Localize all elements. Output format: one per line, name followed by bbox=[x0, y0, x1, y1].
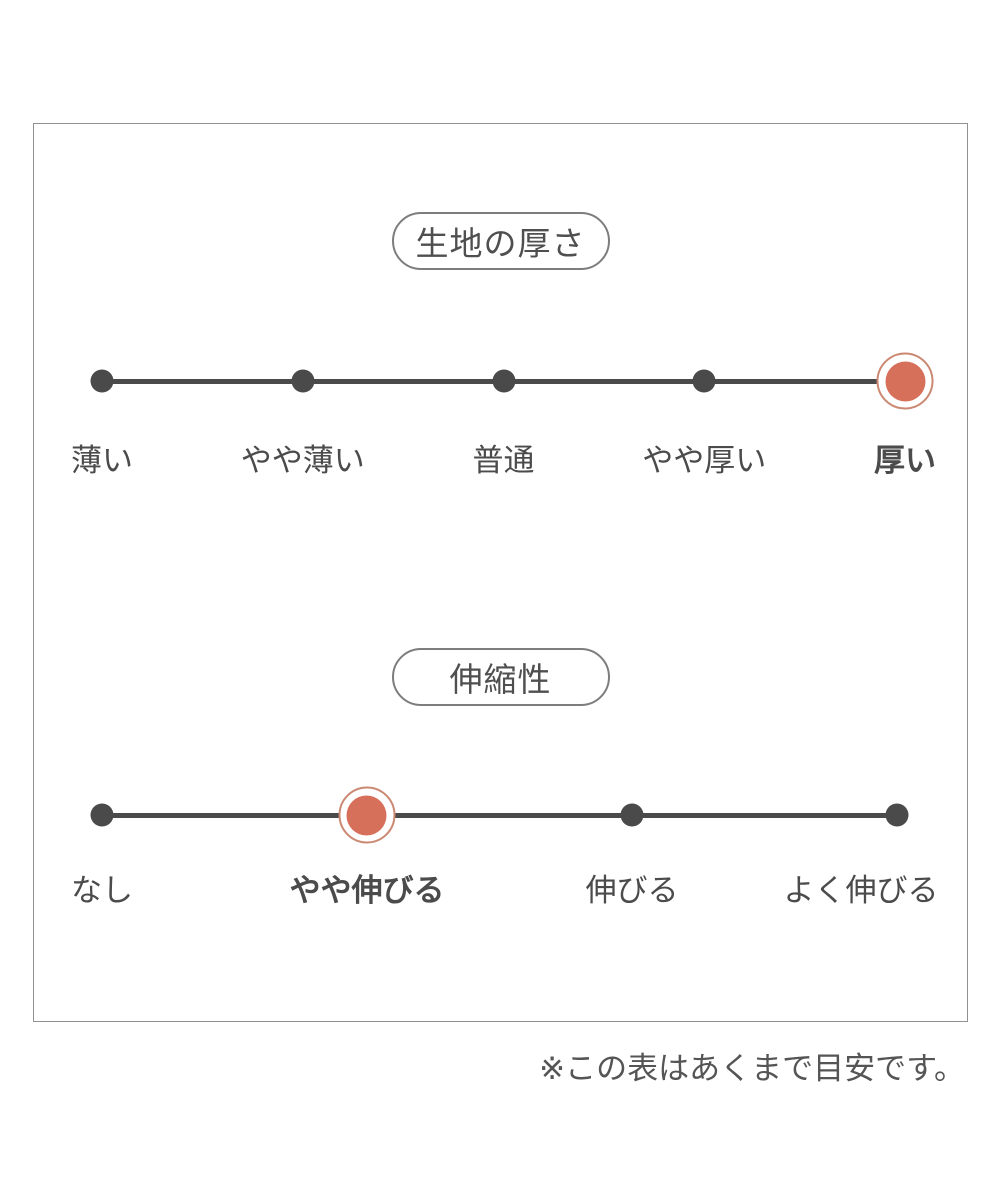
scale-label: 厚い bbox=[874, 443, 936, 478]
rating-dot bbox=[291, 369, 315, 393]
stretch-title-pill: 伸縮性 bbox=[391, 648, 610, 706]
thickness-title: 生地の厚さ bbox=[415, 225, 586, 262]
rating-dot bbox=[885, 803, 909, 827]
spec-chart-frame: 生地の厚さ 薄い やや薄い 普通 やや厚い 厚い 伸縮性 なし やや伸びる 伸びる よく伸びる bbox=[33, 123, 968, 1022]
rating-dot bbox=[492, 369, 515, 393]
scale-label: やや厚い bbox=[642, 443, 767, 478]
selected-rating-dot bbox=[876, 352, 934, 410]
selected-rating-dot-core bbox=[346, 795, 387, 835]
disclaimer-note: ※この表はあくまで目安です。 bbox=[539, 1051, 965, 1086]
scale-label: やや伸びる bbox=[289, 873, 445, 908]
rating-dot bbox=[620, 803, 644, 827]
scale-label: 伸びる bbox=[585, 873, 679, 908]
rating-dot bbox=[692, 369, 716, 393]
scale-label: なし bbox=[71, 873, 133, 908]
selected-rating-dot bbox=[338, 786, 396, 844]
scale-label: 薄い bbox=[71, 443, 133, 478]
scale-label: よく伸びる bbox=[783, 873, 939, 908]
selected-rating-dot-core bbox=[885, 361, 925, 401]
scale-label: やや薄い bbox=[240, 443, 365, 478]
rating-dot bbox=[90, 369, 114, 393]
thickness-title-pill: 生地の厚さ bbox=[391, 212, 610, 270]
stretch-title: 伸縮性 bbox=[449, 661, 552, 698]
rating-dot bbox=[90, 803, 114, 827]
scale-label: 普通 bbox=[472, 443, 535, 478]
